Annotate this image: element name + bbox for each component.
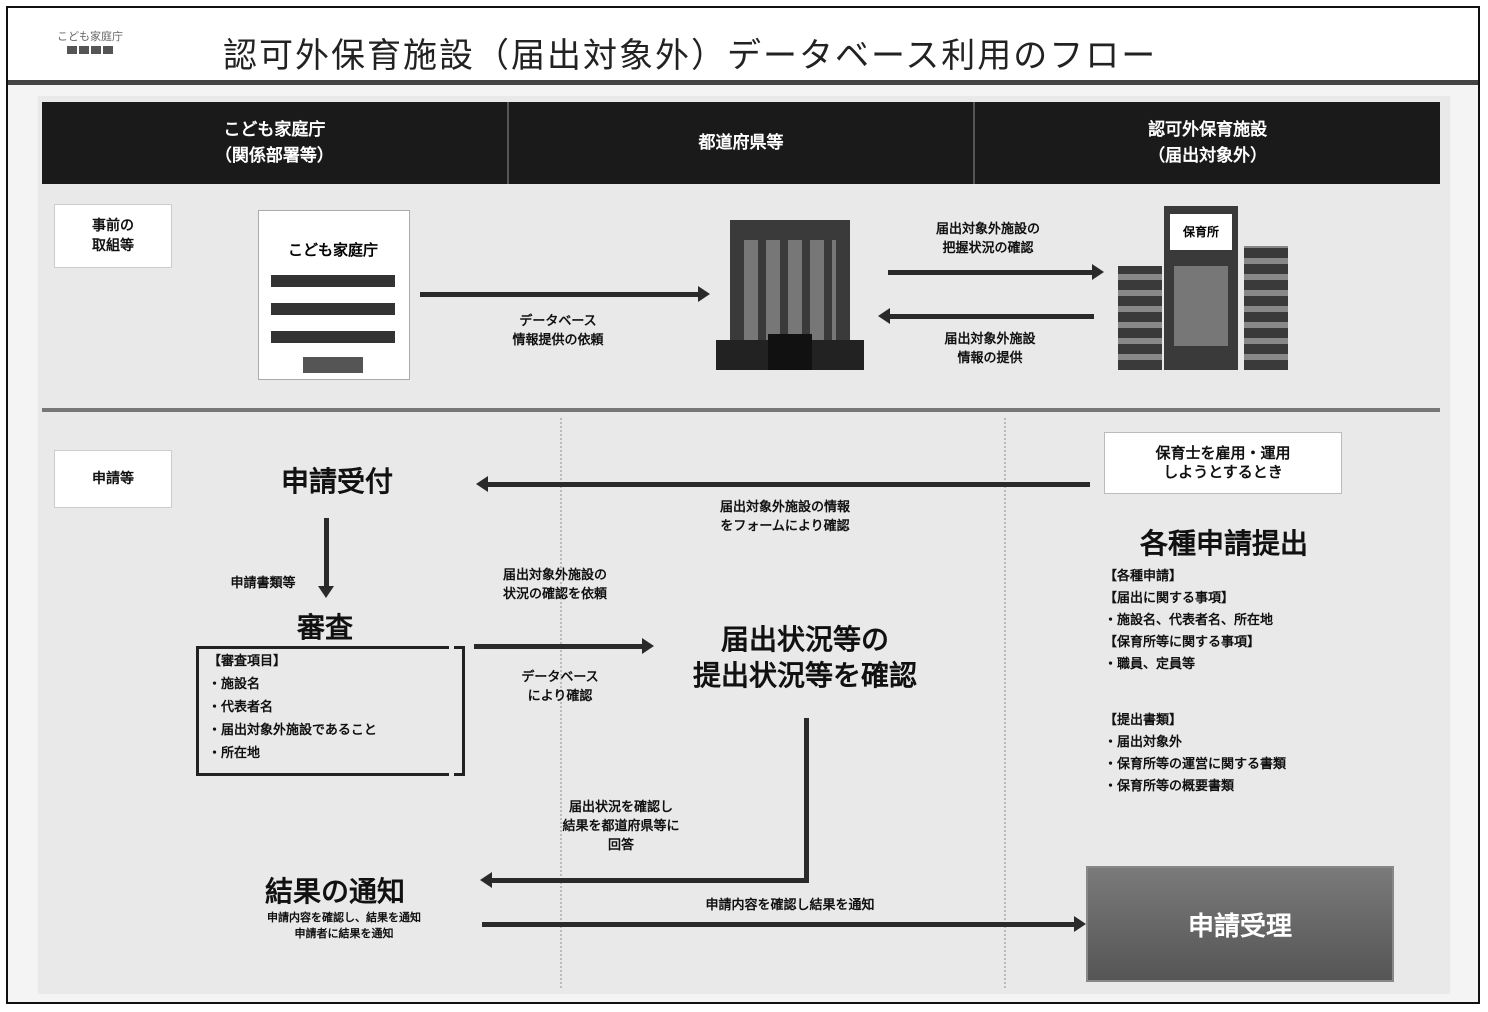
column-agency-line1: こども家庭庁 [223, 120, 326, 140]
submit-item: ・届出対象外 [1104, 735, 1183, 750]
result-vertical-line [804, 718, 809, 882]
row-label-preparation: 事前の 取組等 [54, 204, 172, 268]
result-arrow [480, 872, 809, 888]
review-item: ・届出対象外施設であること [208, 723, 377, 738]
submit-item: 【各種申請】 [1104, 569, 1183, 584]
review-item: ・所在地 [208, 746, 261, 761]
reply-label: データベース により確認 [521, 670, 599, 704]
facility-sign: 保育所 [1170, 214, 1232, 250]
column-prefecture-line1: 都道府県等 [698, 133, 784, 153]
request-arrow [420, 286, 710, 302]
agency-logo: こども家庭庁 [30, 30, 150, 70]
submit-item: ・施設名、代表者名、所在地 [1104, 613, 1274, 628]
title-bar: こども家庭庁 認可外保育施設（届出対象外）データベース利用のフロー [8, 8, 1478, 85]
column-divider-1 [560, 418, 562, 988]
row-label-application: 申請等 [54, 450, 172, 508]
submit-item: ・職員、定員等 [1104, 657, 1196, 672]
facility-building-icon: 保育所 [1118, 206, 1288, 370]
page-title: 認可外保育施設（届出対象外）データベース利用のフロー [223, 36, 1158, 76]
final-status-box: 申請受理 [1086, 866, 1394, 982]
documents-label: 申請書類等 [230, 576, 296, 591]
review-items-bracket [196, 646, 449, 776]
query-arrow [474, 638, 654, 654]
column-facility-line2: （届出対象外） [1148, 146, 1268, 166]
decision-title: 結果の通知 [264, 875, 405, 908]
column-agency-line2: （関係部署等） [214, 146, 334, 166]
agency-sign: こども家庭庁 [287, 241, 378, 259]
info-provide-label: 届出対象外施設 情報の提供 [944, 332, 1036, 366]
submit-title: 各種申請提出 [1139, 527, 1308, 560]
review-item: ・施設名 [208, 677, 261, 692]
review-title: 審査 [296, 611, 353, 644]
prefecture-building-icon [716, 210, 864, 370]
submit-item: ・保育所等の運営に関する書類 [1104, 757, 1287, 772]
column-header: こども家庭庁 （関係部署等） 都道府県等 認可外保育施設 （届出対象外） [42, 102, 1440, 184]
submit-item: ・保育所等の概要書類 [1104, 779, 1235, 794]
submit-items: 【各種申請】 【届出に関する事項】 ・施設名、代表者名、所在地 【保育所等に関す… [1104, 566, 1273, 676]
review-item: 【審査項目】 [208, 654, 287, 669]
confirm-request-arrow [888, 264, 1104, 280]
application-arrow [476, 476, 1090, 492]
submit-items-2: 【提出書類】 ・届出対象外 ・保育所等の運営に関する書類 ・保育所等の概要書類 [1104, 710, 1286, 798]
decision-arrow-label: 申請内容を確認し結果を通知 [705, 898, 875, 913]
info-provide-arrow [878, 308, 1094, 324]
review-item: ・代表者名 [208, 700, 274, 715]
column-agency: こども家庭庁 （関係部署等） [42, 102, 507, 184]
receive-title: 申請受付 [280, 465, 393, 498]
decision-arrow [482, 916, 1086, 932]
agency-building-icon: こども家庭庁 [258, 210, 410, 380]
logo-text: こども家庭庁 [57, 30, 123, 43]
confirm-request-label: 届出対象外施設の 把握状況の確認 [935, 222, 1040, 256]
confirm-status-title: 届出状況等の 提出状況等を確認 [692, 623, 917, 692]
column-facility: 認可外保育施設 （届出対象外） [973, 102, 1440, 184]
column-divider-2 [1004, 418, 1006, 988]
result-label: 届出状況を確認し 結果を都道府県等に 回答 [562, 800, 680, 853]
decision-note: 申請内容を確認し、結果を通知 申請者に結果を通知 [267, 911, 421, 940]
trigger-note-box: 保育士を雇用・運用 しようとするとき [1104, 432, 1342, 494]
receive-to-review-arrow [318, 518, 334, 598]
section-divider [42, 408, 1440, 412]
query-label: 届出対象外施設の 状況の確認を依頼 [502, 568, 607, 602]
request-arrow-label: データベース 情報提供の依頼 [512, 314, 604, 348]
application-arrow-label: 届出対象外施設の情報 をフォームにより確認 [719, 500, 850, 534]
submit-item: 【保育所等に関する事項】 [1104, 635, 1261, 650]
column-facility-line1: 認可外保育施設 [1148, 120, 1268, 140]
submit-item: 【提出書類】 [1104, 713, 1183, 728]
review-items: 【審査項目】 ・施設名 ・代表者名 ・届出対象外施設であること ・所在地 [208, 650, 377, 765]
column-prefecture: 都道府県等 [506, 102, 974, 184]
submit-item: 【届出に関する事項】 [1104, 591, 1235, 606]
review-items-bracket-right [454, 646, 465, 776]
